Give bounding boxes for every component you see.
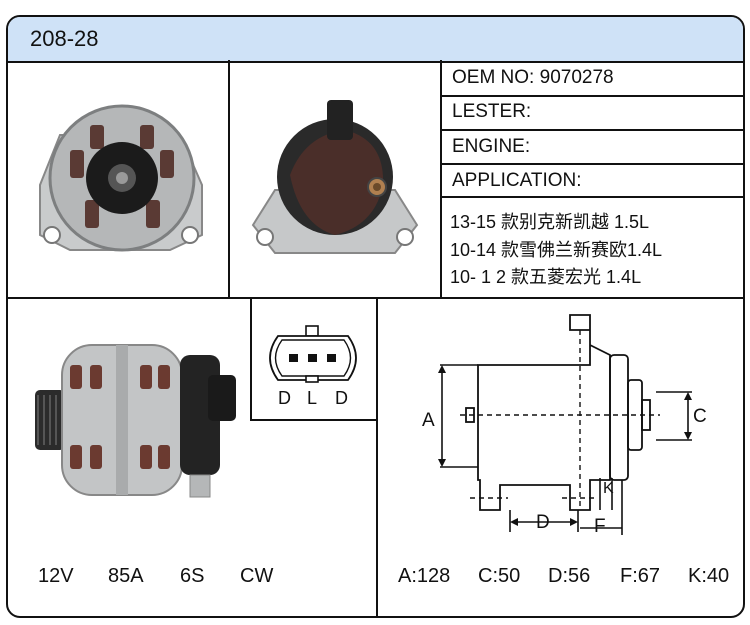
application-line: 13-15 款别克新凯越 1.5L <box>450 212 650 232</box>
divider <box>440 60 442 297</box>
alternator-rear-photo <box>251 100 419 254</box>
divider <box>440 163 745 165</box>
connector-pin-label: L <box>307 388 318 408</box>
alternator-side-photo <box>35 344 236 498</box>
product-sheet: 208-28 <box>6 15 745 618</box>
dimension-label-f: F <box>594 516 606 537</box>
dimension-label-c: C <box>693 406 707 427</box>
spec-dimension: K:40 <box>688 565 730 587</box>
spec-voltage: 12V <box>38 565 74 587</box>
application-label: APPLICATION: <box>452 170 582 191</box>
divider <box>376 297 378 618</box>
title-bar: 208-28 <box>8 17 743 63</box>
dimension-label-d: D <box>536 512 550 533</box>
divider <box>6 297 745 299</box>
dimension-diagram <box>438 314 692 535</box>
dimension-label-k: K <box>603 480 614 497</box>
application-line: 10-14 款雪佛兰新赛欧1.4L <box>450 240 663 260</box>
application-line: 10- 1 2 款五菱宏光 1.4L <box>450 267 642 287</box>
spec-rotation: CW <box>240 565 274 587</box>
connector-pin-label: D <box>335 388 348 408</box>
oem-label: OEM NO: <box>452 67 535 88</box>
lester-label: LESTER: <box>452 101 532 122</box>
spec-dimension: A:128 <box>398 565 451 587</box>
connector-plug-diagram <box>269 325 357 383</box>
engine-label: ENGINE: <box>452 136 531 157</box>
spec-dimension: D:56 <box>548 565 591 587</box>
spec-dimension: F:67 <box>620 565 661 587</box>
connector-pin-label: D <box>278 388 291 408</box>
connector-box <box>250 297 376 421</box>
oem-row: OEM NO: 9070278 <box>452 67 614 89</box>
dimension-label-a: A <box>422 410 435 431</box>
spec-pulley-grooves: 6S <box>180 565 205 587</box>
divider <box>228 60 230 297</box>
divider <box>440 129 745 131</box>
part-number-title: 208-28 <box>30 26 99 51</box>
oem-value: 9070278 <box>539 67 614 88</box>
divider <box>440 95 745 97</box>
spec-amperage: 85A <box>108 565 144 587</box>
divider <box>440 196 745 198</box>
alternator-front-photo <box>39 104 203 252</box>
spec-dimension: C:50 <box>478 565 521 587</box>
